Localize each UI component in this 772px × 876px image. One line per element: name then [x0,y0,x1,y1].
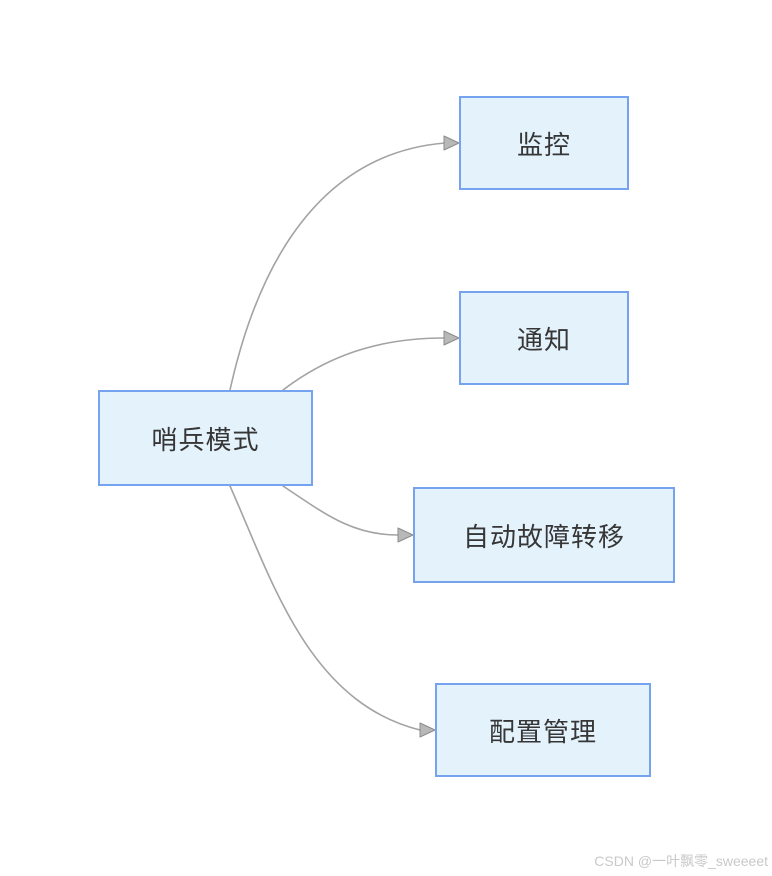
edge-sentinel-to-notification [282,337,445,391]
arrowhead-config-icon [419,722,436,738]
node-auto-failover: 自动故障转移 [413,487,675,583]
edge-sentinel-to-failover [282,485,399,536]
node-notification-label: 通知 [516,324,571,355]
node-config-management: 配置管理 [435,683,651,777]
node-notification: 通知 [459,291,629,385]
node-sentinel-mode: 哨兵模式 [98,390,313,486]
arrowhead-notification-icon [443,330,460,346]
node-sentinel-mode-label: 哨兵模式 [151,424,260,455]
edge-sentinel-to-monitoring [229,142,446,391]
watermark: CSDN @一叶飘零_sweeeet [594,853,768,869]
node-config-management-label: 配置管理 [488,716,597,747]
node-monitoring: 监控 [459,96,629,190]
edge-sentinel-to-config [229,485,421,731]
arrowhead-failover-icon [397,527,414,543]
node-auto-failover-label: 自动故障转移 [462,521,625,552]
arrowhead-monitoring-icon [443,135,460,151]
node-monitoring-label: 监控 [516,129,571,160]
